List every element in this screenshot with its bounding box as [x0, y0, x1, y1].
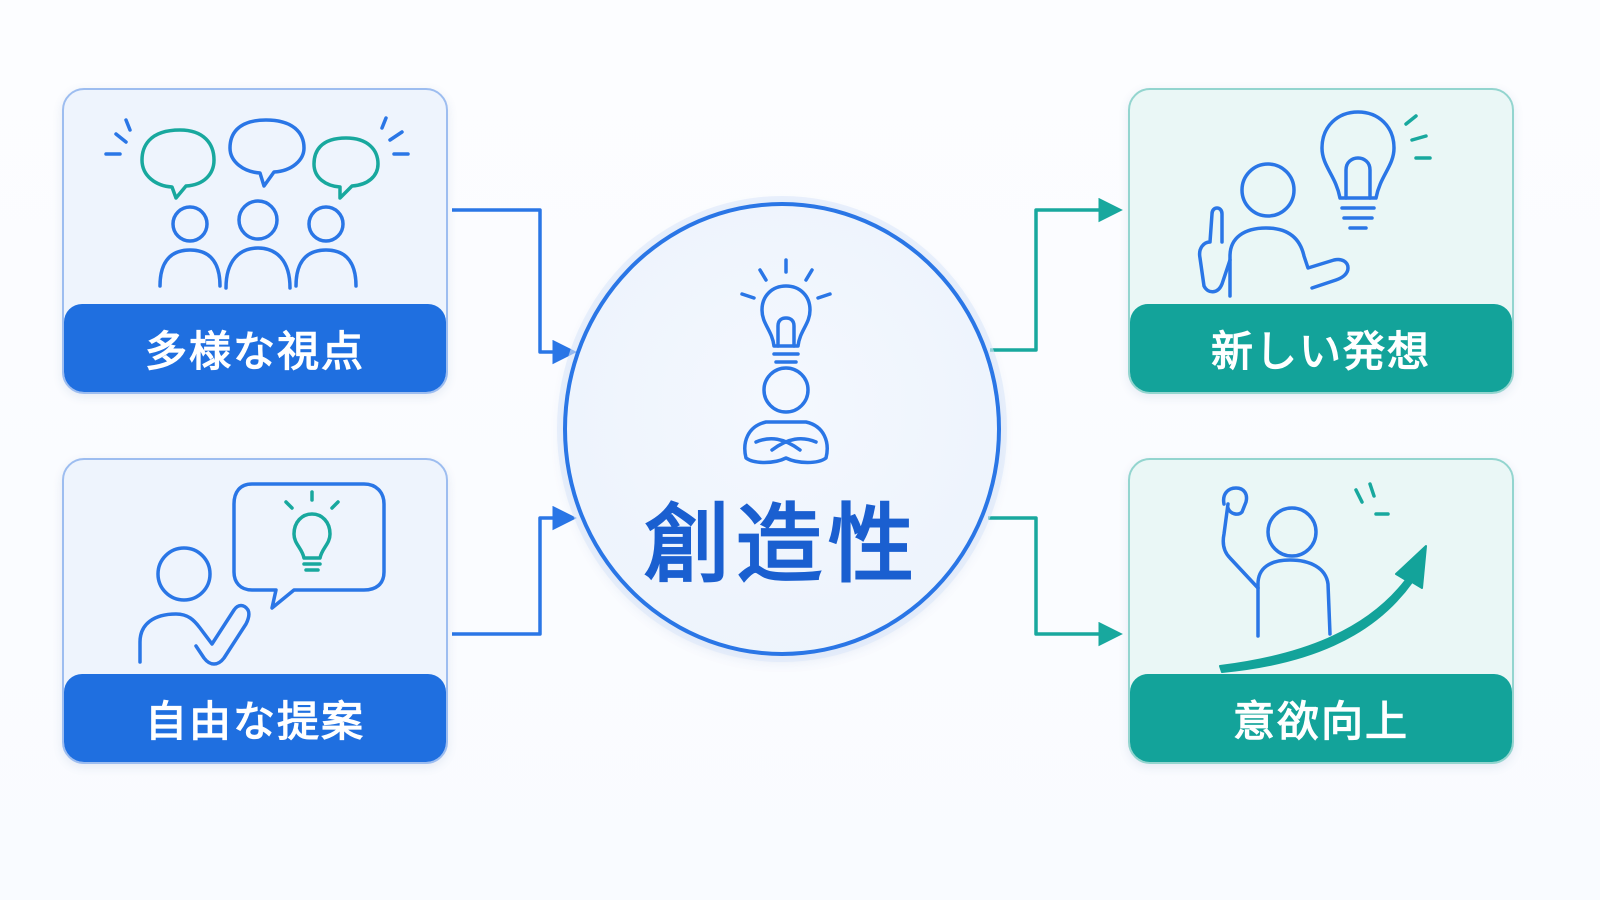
person-idea-proposal-icon: [138, 482, 386, 666]
label-diverse-viewpoints: 多様な視点: [64, 304, 446, 392]
connector-proposal-to-hub: [452, 505, 577, 636]
person-rising-arrow-icon: [1219, 482, 1427, 673]
card-free-proposals: 自由な提案: [62, 458, 448, 764]
creativity-hub: 創造性: [563, 202, 1001, 656]
card-motivation-boost: 意欲向上: [1128, 458, 1514, 764]
card-diverse-viewpoints: 多様な視点: [62, 88, 448, 394]
thinking-person-lightbulb-icon: [740, 258, 832, 465]
label-new-ideas: 新しい発想: [1130, 304, 1512, 392]
hub-title: 創造性: [644, 495, 920, 595]
connector-hub-to-ideas: [990, 197, 1123, 352]
label-free-proposals: 自由な提案: [64, 674, 446, 762]
connector-hub-to-motivation: [988, 516, 1123, 647]
label-motivation-boost: 意欲向上: [1130, 674, 1512, 762]
connector-diverse-to-hub: [452, 208, 577, 365]
card-new-ideas: 新しい発想: [1128, 88, 1514, 394]
person-lightbulb-icon: [1197, 110, 1432, 298]
group-discussion-icon: [104, 116, 410, 290]
